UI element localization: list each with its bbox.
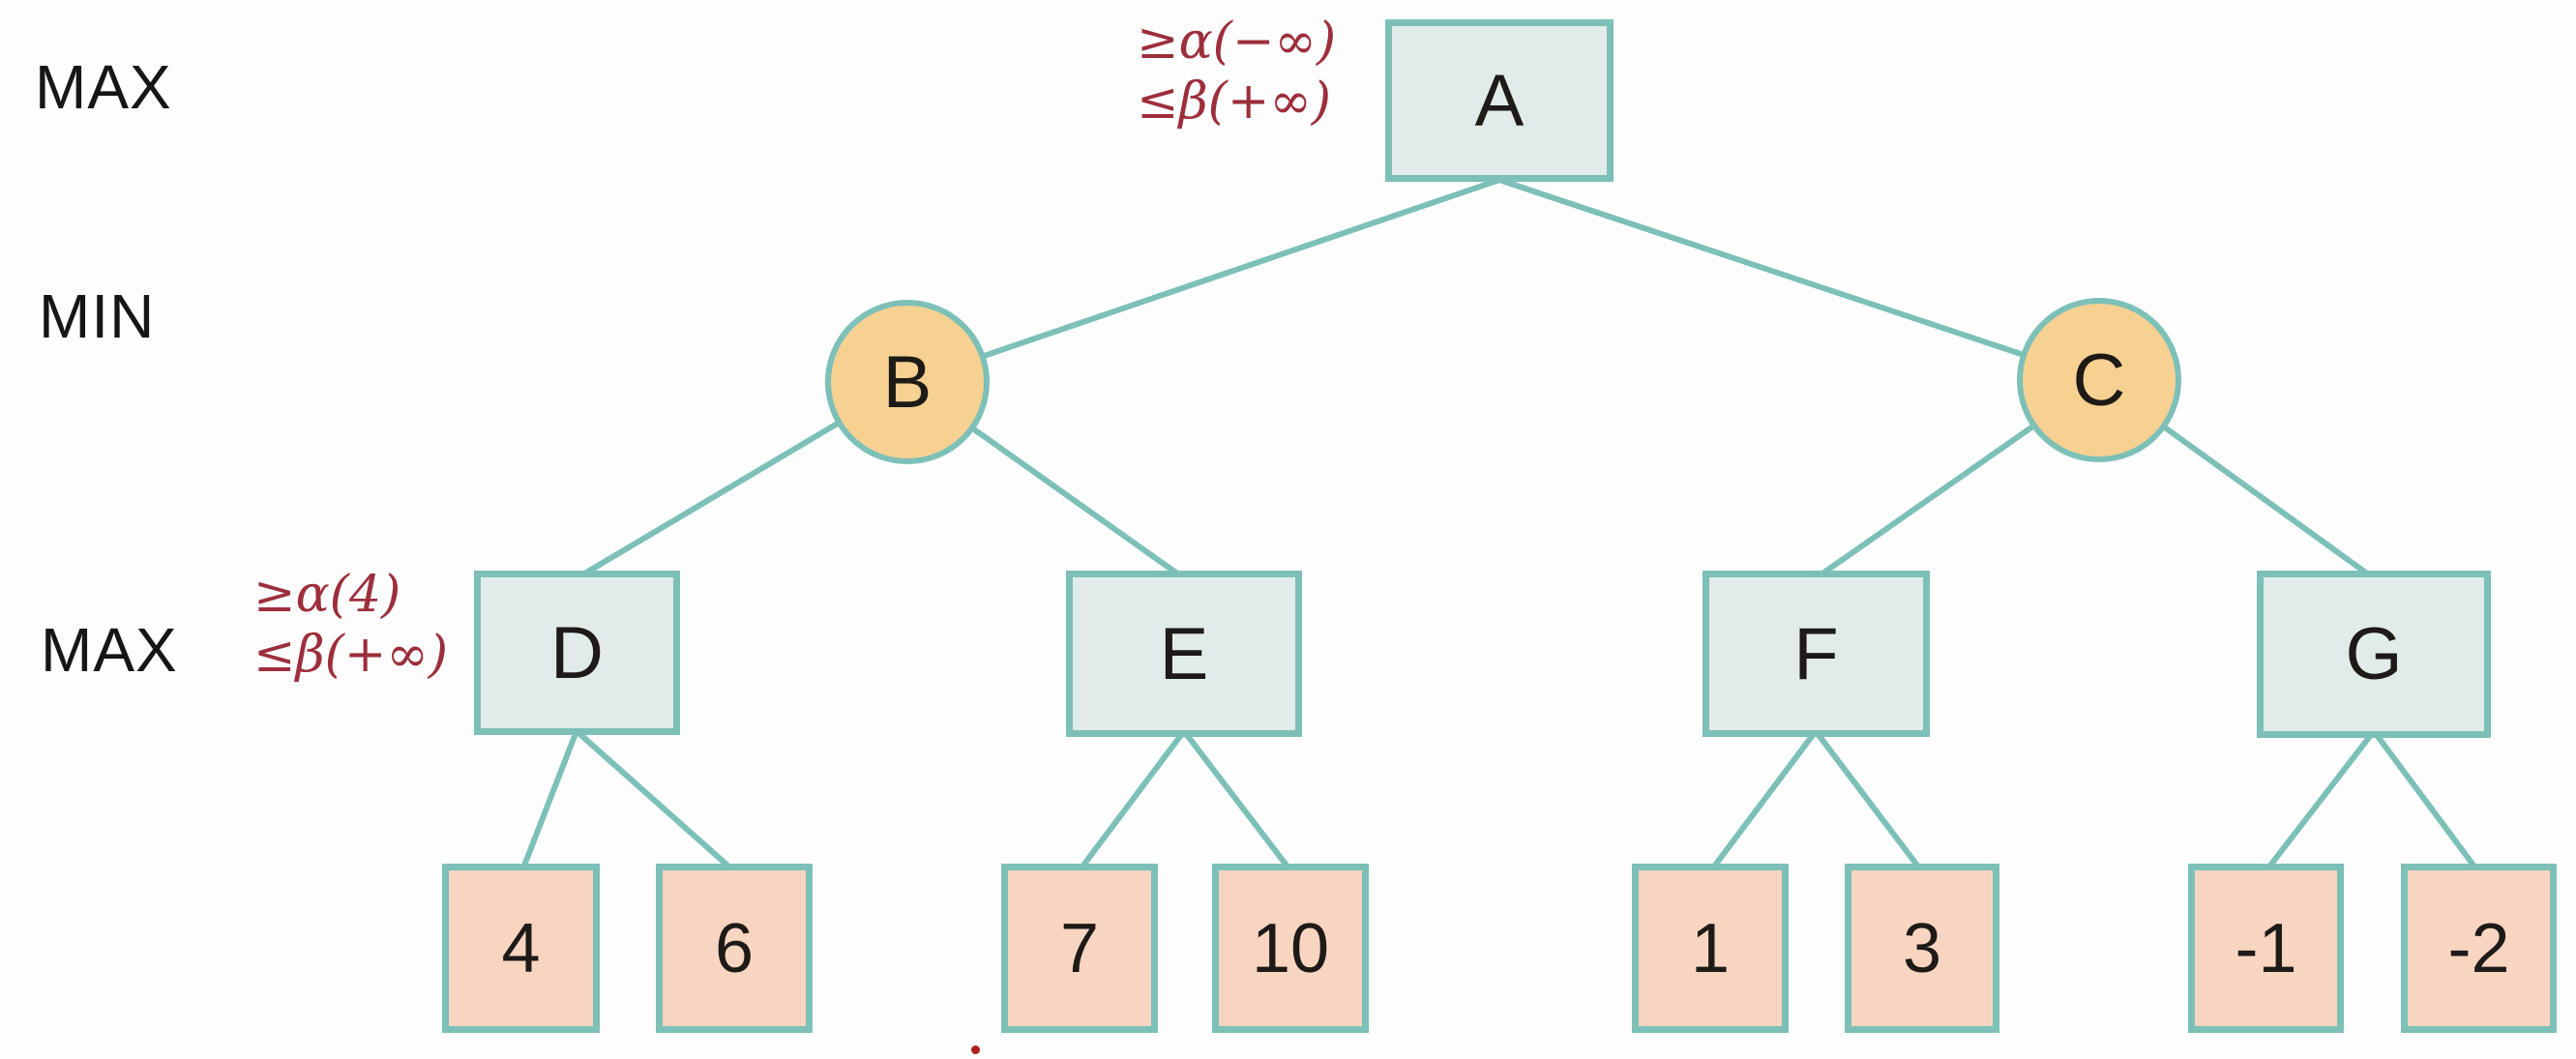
edge-g-leaf-n1 bbox=[2264, 728, 2377, 873]
edge-g-leaf-n2 bbox=[2371, 728, 2480, 873]
leaf-node-10: 10 bbox=[1212, 864, 1369, 1033]
max-node-a: A bbox=[1385, 19, 1614, 182]
edge-f-leaf1 bbox=[1708, 728, 1819, 873]
leaf-value: 3 bbox=[1902, 909, 1942, 987]
leaf-node-1: 1 bbox=[1632, 864, 1789, 1033]
leaf-value: -2 bbox=[2447, 909, 2510, 987]
node-e-label: E bbox=[1159, 612, 1209, 695]
leaf-node-neg1: -1 bbox=[2188, 864, 2344, 1033]
max-node-e: E bbox=[1066, 571, 1302, 737]
leaf-node-neg2: -2 bbox=[2401, 864, 2557, 1033]
row-label-max-top: MAX bbox=[35, 52, 172, 122]
leaf-value: -1 bbox=[2235, 909, 2297, 987]
edge-d-leaf6 bbox=[574, 728, 736, 873]
leaf-value: 4 bbox=[501, 909, 541, 987]
row-label-min: MIN bbox=[39, 281, 156, 351]
max-node-f: F bbox=[1703, 571, 1930, 737]
annotation-a-alpha: ≥α(−∞) bbox=[1137, 13, 1337, 71]
edge-a-b bbox=[904, 177, 1502, 385]
edge-e-leaf10 bbox=[1181, 728, 1293, 873]
leaf-node-4: 4 bbox=[442, 864, 600, 1033]
node-g-label: G bbox=[2345, 613, 2403, 695]
max-node-d: D bbox=[474, 571, 680, 735]
leaf-node-6: 6 bbox=[656, 864, 813, 1033]
row-label-max-bottom: MAX bbox=[41, 615, 178, 685]
annotation-d-alpha: ≥α(4) bbox=[253, 566, 401, 624]
leaf-node-3: 3 bbox=[1845, 864, 1999, 1033]
node-b-label: B bbox=[882, 340, 933, 424]
annotation-d-beta: ≤β(+∞) bbox=[253, 626, 449, 684]
edge-a-c bbox=[1496, 177, 2102, 383]
min-node-b: B bbox=[825, 300, 990, 464]
annotation-a-beta: ≤β(+∞) bbox=[1137, 73, 1332, 131]
node-d-label: D bbox=[550, 611, 604, 694]
node-f-label: F bbox=[1793, 612, 1839, 695]
pointer-dot bbox=[971, 1045, 980, 1054]
edge-e-leaf7 bbox=[1077, 728, 1187, 873]
edge-f-leaf3 bbox=[1813, 728, 1924, 873]
leaf-value: 1 bbox=[1690, 909, 1731, 987]
edge-d-leaf4 bbox=[519, 728, 579, 873]
leaf-node-7: 7 bbox=[1001, 864, 1158, 1033]
node-a-label: A bbox=[1474, 59, 1525, 142]
leaf-value: 6 bbox=[714, 909, 755, 987]
leaf-value: 7 bbox=[1059, 909, 1100, 987]
alpha-beta-annotation-node-d: ≥α(4) ≤β(+∞) bbox=[253, 565, 448, 685]
leaf-value: 10 bbox=[1251, 909, 1330, 987]
alpha-beta-annotation-node-a: ≥α(−∞) ≤β(+∞) bbox=[1137, 12, 1336, 132]
node-c-label: C bbox=[2072, 338, 2126, 422]
min-node-c: C bbox=[2017, 298, 2181, 462]
max-node-g: G bbox=[2257, 571, 2491, 738]
